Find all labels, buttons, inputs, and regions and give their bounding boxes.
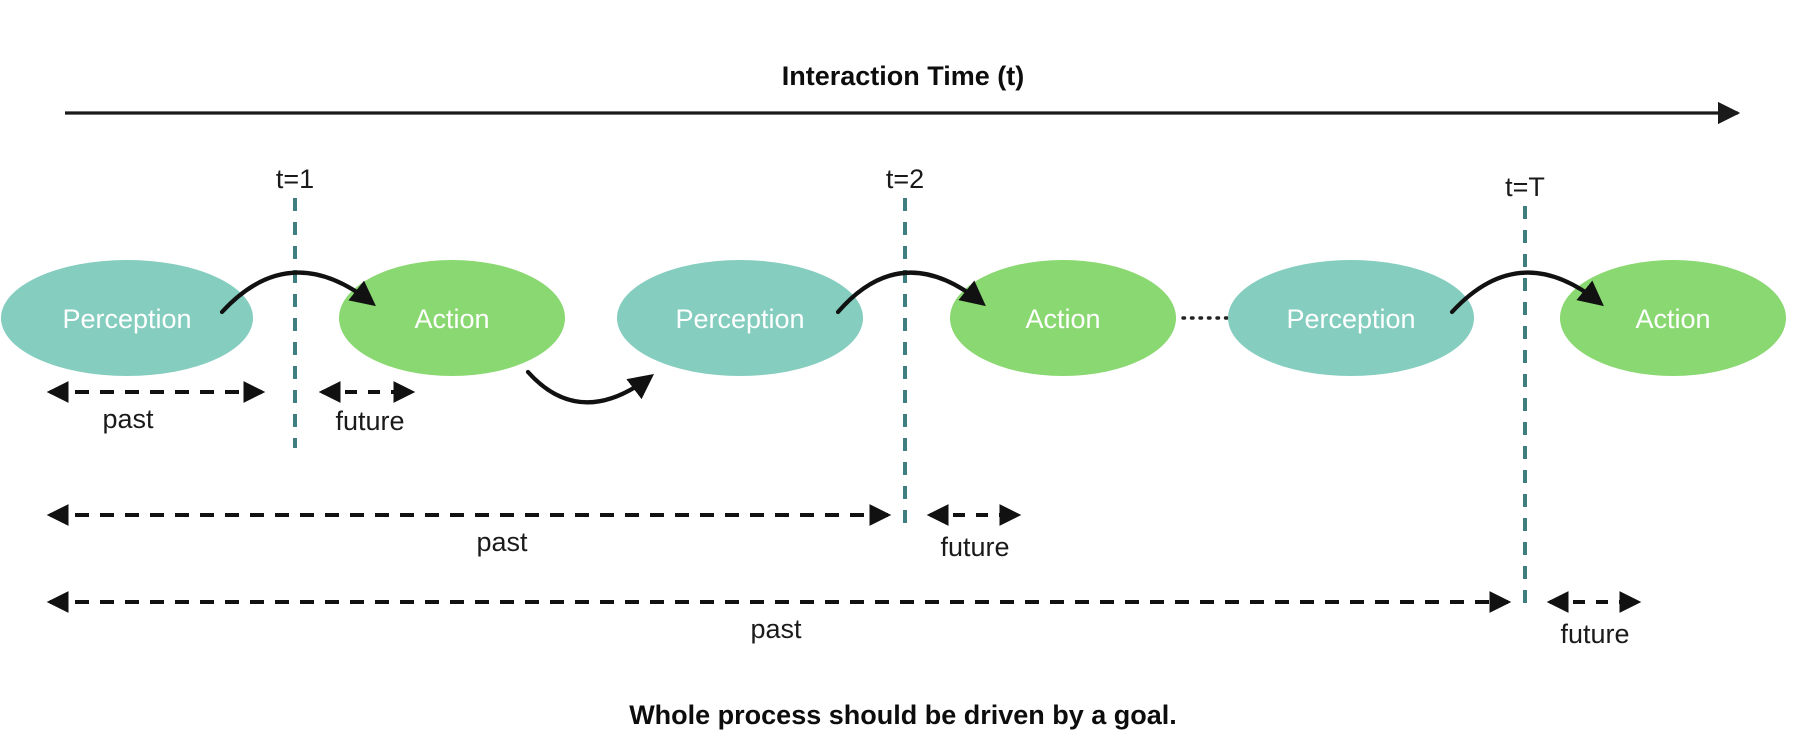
flow-arrow-perception2-to-action2	[835, 270, 986, 315]
node-label: Perception	[1286, 304, 1415, 334]
node-label: Perception	[62, 304, 191, 334]
node-label: Action	[414, 304, 489, 334]
perception-ellipse	[1, 260, 253, 376]
page-title: Interaction Time (t)	[782, 61, 1025, 91]
span-label-future-t1: future	[335, 406, 404, 436]
node-action-3[interactable]: Action	[1560, 260, 1786, 376]
figure-caption: Whole process should be driven by a goal…	[629, 700, 1177, 730]
node-label: Perception	[675, 304, 804, 334]
span-label-past-t2: past	[476, 527, 528, 557]
node-action-1[interactable]: Action	[339, 260, 565, 376]
span-label-future-t2: future	[940, 532, 1009, 562]
flow-arrow-perception3-to-action3	[1449, 270, 1604, 315]
span-row-t1: past future	[46, 381, 416, 436]
span-row-tT: past future	[46, 591, 1642, 649]
perception-ellipse	[1228, 260, 1474, 376]
node-label: Action	[1025, 304, 1100, 334]
node-perception-3[interactable]: Perception	[1228, 260, 1474, 376]
action-ellipse	[950, 260, 1176, 376]
tick-label-t2: t=2	[886, 164, 924, 194]
span-row-t2: past future	[46, 504, 1022, 562]
node-label: Action	[1635, 304, 1710, 334]
tick-label-t1: t=1	[276, 164, 314, 194]
node-action-2[interactable]: Action	[950, 260, 1176, 376]
span-label-past-tT: past	[750, 614, 802, 644]
action-ellipse	[339, 260, 565, 376]
perception-ellipse	[617, 260, 863, 376]
flow-arrow-action1-to-perception2	[525, 369, 655, 405]
span-label-future-tT: future	[1560, 619, 1629, 649]
action-ellipse	[1560, 260, 1786, 376]
flow-arrow-perception1-to-action1	[219, 270, 376, 315]
node-perception-2[interactable]: Perception	[617, 260, 863, 376]
span-label-past-t1: past	[102, 404, 154, 434]
node-perception-1[interactable]: Perception	[1, 260, 253, 376]
tick-label-tT: t=T	[1505, 172, 1545, 202]
